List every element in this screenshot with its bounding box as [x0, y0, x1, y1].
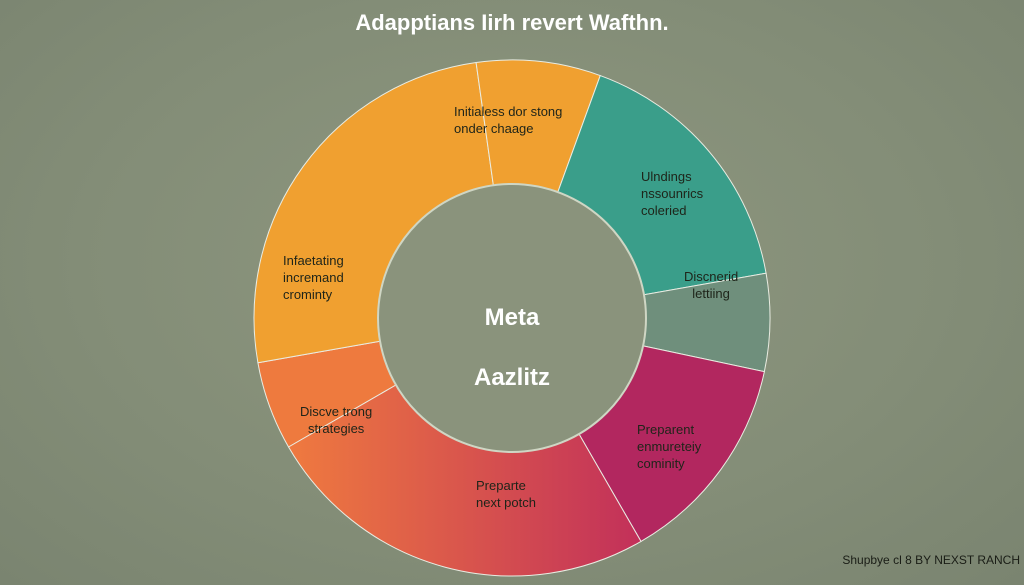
- segment-label-top: Initialess dor stong onder chaage: [454, 104, 563, 136]
- segment-label-right: Discnerid lettiing: [684, 269, 739, 301]
- footer-credit: Shupbye cl 8 BY NEXST RANCH: [842, 553, 1020, 567]
- center-line-1: Meta: [484, 304, 540, 331]
- segment-label-lower-left: Discve trong strategies: [300, 404, 373, 436]
- segment-label-upper-right: Ulndings nssounrics coleried: [641, 169, 704, 218]
- segment-label-left: Infaetating incremand crominty: [283, 253, 344, 302]
- segment-label-lower-right: Preparent enmureteiy cominity: [637, 422, 702, 471]
- diagram-title: Adapptians Iirh revert Wafthn.: [355, 10, 669, 35]
- center-line-2: Aazlitz: [473, 364, 550, 391]
- center-label: Meta Aazlitz: [432, 273, 592, 423]
- center-circle: [377, 183, 647, 453]
- segment-label-bottom: Preparte next potch: [476, 478, 536, 510]
